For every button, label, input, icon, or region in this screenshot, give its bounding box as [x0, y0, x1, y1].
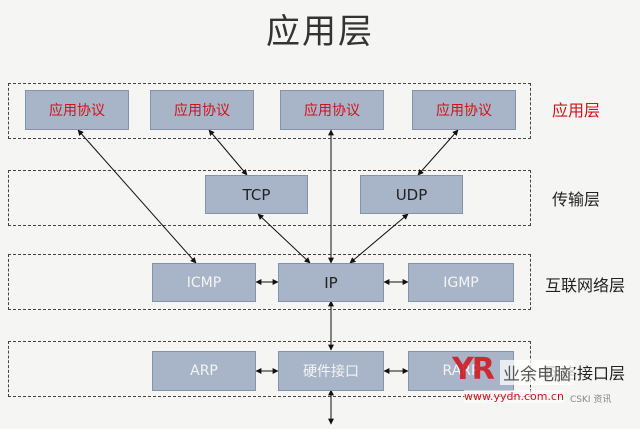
- transport-layer-label: 传输层: [552, 190, 601, 209]
- application-layer-box: [8, 83, 531, 139]
- watermark-brand: 业余电脑: [500, 360, 574, 385]
- ip-node: IP: [278, 263, 384, 302]
- arrow-app4-udp: [417, 129, 459, 176]
- rarp-node: RARP: [408, 351, 514, 391]
- diagram-title: 应用层: [266, 12, 374, 52]
- igmp-node: IGMP: [408, 263, 514, 302]
- application-layer-label: 应用层: [552, 101, 601, 120]
- app-protocol-node-4: 应用协议: [412, 90, 516, 130]
- watermark-url: www.yydn.com.cn: [464, 390, 564, 403]
- app-protocol-node-2: 应用协议: [150, 90, 254, 130]
- watermark-mini: CSKI 资讯: [570, 395, 612, 405]
- watermark-logo: YR: [452, 352, 495, 387]
- arrow-tcp-ip: [257, 213, 311, 264]
- arrow-app2-tcp: [208, 129, 248, 176]
- icmp-node: ICMP: [152, 263, 256, 302]
- internet-layer-label: 互联网络层: [545, 276, 626, 295]
- arp-node: ARP: [152, 351, 256, 391]
- hardware-interface-node: 硬件接口: [278, 351, 384, 391]
- arrow-udp-ip: [349, 213, 409, 264]
- watermark: YR 业余电脑 www.yydn.com.cn CSKI 资讯: [452, 352, 640, 412]
- app-protocol-node-1: 应用协议: [25, 90, 129, 130]
- app-protocol-node-3: 应用协议: [280, 90, 384, 130]
- arrow-app1-icmp: [77, 129, 197, 264]
- udp-node: UDP: [360, 175, 463, 214]
- tcp-node: TCP: [205, 175, 308, 214]
